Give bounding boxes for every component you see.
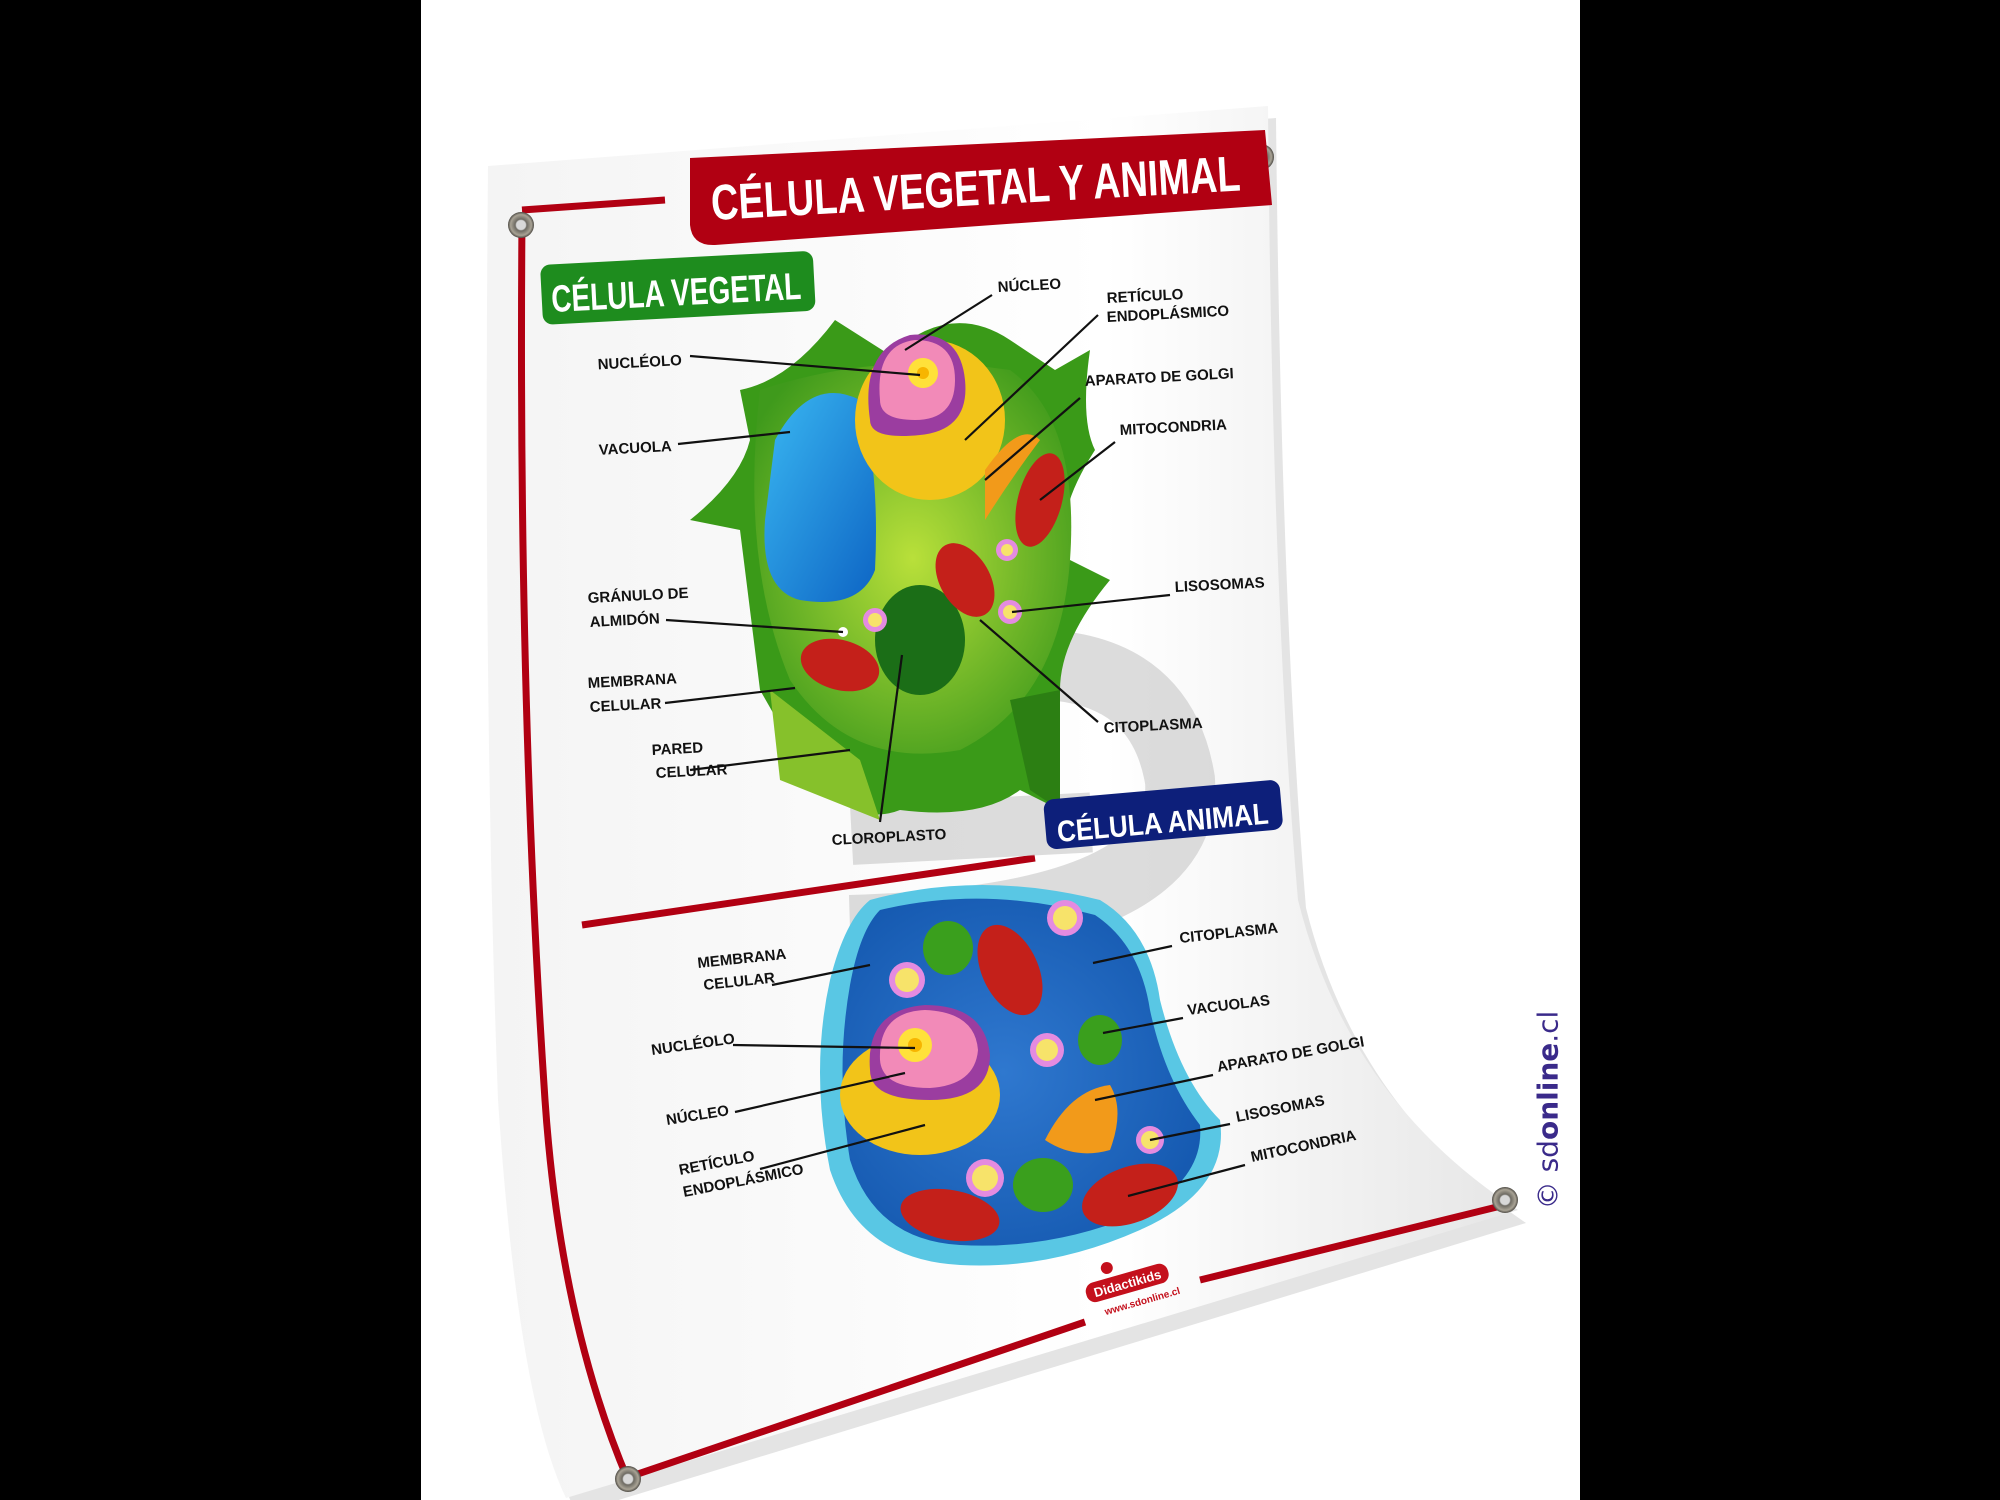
label-pared-1: PARED — [651, 739, 703, 759]
vegetal-labels: NÚCLEO RETÍCULO ENDOPLÁSMICO NUCLÉOLO AP… — [587, 275, 1265, 849]
label-reticulo-1: RETÍCULO — [1106, 286, 1184, 307]
label-cloroplasto: CLOROPLASTO — [831, 826, 947, 849]
plant-cell-illustration — [690, 320, 1110, 820]
label-mitocondria: MITOCONDRIA — [1119, 416, 1227, 439]
label-membrana-2: CELULAR — [589, 695, 662, 716]
label-pared-2: CELULAR — [655, 761, 728, 782]
label-membrana-1: MEMBRANA — [587, 670, 677, 692]
label-reticulo-2: ENDOPLÁSMICO — [1106, 303, 1230, 326]
label-granulo-2: ALMIDÓN — [589, 609, 660, 631]
label-vacuola: VACUOLA — [598, 438, 672, 459]
watermark-suffix: .cl — [1531, 1010, 1565, 1043]
watermark-prefix: sd — [1531, 1140, 1565, 1173]
watermark-bold: online — [1531, 1042, 1565, 1141]
title-banner — [690, 130, 1272, 246]
animal-leader-lines — [732, 944, 1246, 1198]
vegetal-heading-bg — [540, 251, 816, 325]
label-lisosomas: LISOSOMAS — [1174, 574, 1265, 596]
animal-heading-bg — [1043, 780, 1283, 849]
label-nucleo: NÚCLEO — [997, 275, 1062, 296]
label-citoplasma: CITOPLASMA — [1103, 715, 1203, 737]
copyright-symbol: © — [1531, 1181, 1565, 1210]
vegetal-leader-lines — [664, 294, 1171, 823]
copyright-watermark: © sdonline.cl — [1528, 1000, 1568, 1220]
poster-border — [517, 196, 1506, 1482]
label-nucleolo: NUCLÉOLO — [597, 352, 682, 373]
label-granulo-1: GRÁNULO DE — [587, 585, 689, 607]
